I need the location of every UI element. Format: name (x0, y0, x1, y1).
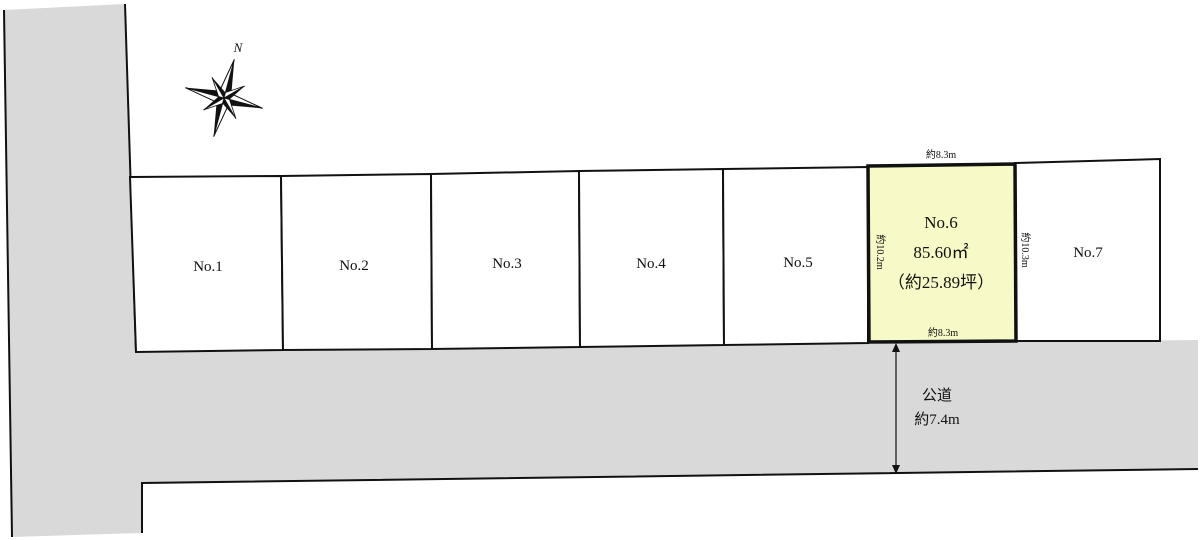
lot-6-right-depth: 約10.3m (1019, 232, 1032, 268)
north-compass-icon (185, 59, 263, 137)
road-width-arrow (892, 343, 900, 474)
public-road (4, 4, 1198, 537)
lot-6-left-depth: 約10.2m (874, 234, 887, 270)
lot-5-label: No.5 (783, 255, 813, 271)
lots-row (128, 157, 1161, 354)
lot-6-label: No.6 (924, 213, 958, 232)
lot-1-label: No.1 (193, 259, 223, 275)
lot-6-bottom-width: 約8.3m (928, 326, 959, 339)
lot-6-area: 85.60㎡ (913, 243, 968, 262)
road-type-label: 公道 (922, 387, 952, 404)
road-width-label: 約7.4m (914, 411, 960, 428)
road-edge-bottom (141, 468, 1199, 533)
north-label: N (233, 40, 244, 55)
lot-7-label: No.7 (1073, 245, 1103, 261)
lot-6-top-width: 約8.3m (926, 148, 957, 161)
lot-2-label: No.2 (339, 258, 369, 274)
lot-3-label: No.3 (492, 256, 522, 272)
lot-6-tsubo: （約25.89坪） (888, 273, 994, 292)
lot-4-label: No.4 (636, 256, 666, 272)
road-edge-left (3, 9, 13, 538)
lot-6[interactable] (866, 162, 1018, 344)
